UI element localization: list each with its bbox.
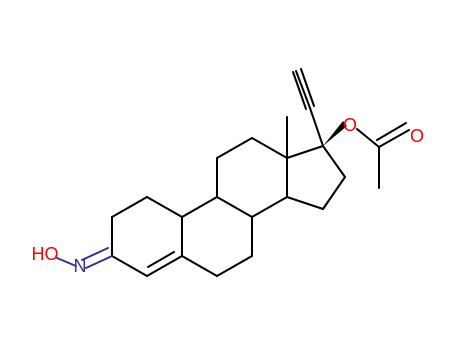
bond-d1 — [286, 145, 324, 159]
bond-a1 — [111, 196, 148, 218]
ethynyl-triple-2 — [300, 68, 315, 107]
ester-o-to-carbon — [356, 128, 380, 148]
bond-d3 — [322, 176, 346, 210]
c-n-double-bond-2 — [81, 247, 109, 261]
stereo-wedge — [323, 121, 347, 146]
bond-c2 — [216, 137, 253, 159]
bond-c3 — [251, 137, 288, 159]
bond-b5 — [181, 255, 218, 277]
hydroxyl-label: HO — [32, 244, 59, 264]
bond-c5 — [251, 196, 288, 218]
bond-a2 — [146, 196, 183, 218]
c-n-double-bond-1 — [85, 255, 113, 269]
ethynyl-triple-3 — [292, 71, 307, 110]
bond-b1 — [181, 196, 218, 218]
imine-nitrogen-label: N — [74, 256, 87, 276]
carbonyl-bond-2 — [376, 122, 407, 141]
bond-d2 — [322, 145, 346, 178]
ethynyl-triple-1 — [295, 70, 311, 109]
ethynyl-bond — [309, 107, 324, 147]
bond-a5 — [111, 255, 148, 277]
bond-b2 — [216, 196, 253, 218]
bond-d4 — [286, 196, 324, 210]
bond-a4-inner — [147, 251, 175, 268]
bond-a4 — [146, 255, 183, 277]
ester-oxygen-label: O — [343, 115, 357, 135]
bond-b4 — [216, 255, 253, 277]
n-o-bond — [56, 257, 77, 267]
carbonyl-oxygen-label: O — [410, 126, 424, 146]
carbonyl-bond-1 — [378, 129, 410, 148]
